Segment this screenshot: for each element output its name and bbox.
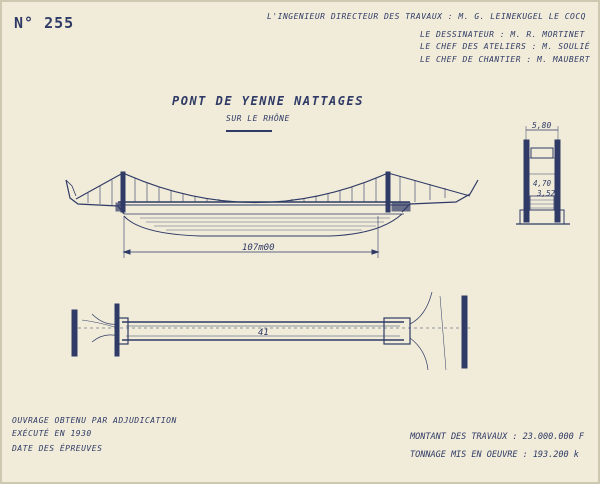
- main-cable: [122, 172, 389, 203]
- hangers: [87, 176, 446, 205]
- tonnage-total: TONNAGE MIS EN OEUVRE : 193.200 k: [410, 450, 579, 460]
- tower-dim-label-2: 3,52: [536, 189, 556, 198]
- elevation-view: [65, 171, 479, 258]
- right-bank: [401, 179, 479, 213]
- plate-number: N° 255: [14, 14, 75, 32]
- left-tower: [120, 171, 126, 213]
- left-bank: [65, 179, 125, 215]
- plan-label: 41: [258, 328, 269, 338]
- credit-engineer: L'ingenieur directeur des travaux : M. G…: [267, 12, 586, 21]
- drawing-title: PONT DE YENNE NATTAGES: [172, 94, 364, 108]
- river-bed: [123, 213, 403, 237]
- plan-right-anchorage: [461, 295, 468, 369]
- title-underline: [226, 130, 272, 132]
- drawing-subtitle: SUR LE RHÔNE: [226, 114, 290, 123]
- left-backstay: [75, 172, 124, 200]
- tower-width-label: 5,80: [532, 121, 551, 130]
- right-backstay: [387, 172, 471, 197]
- plan-left-anchorage: [71, 309, 78, 357]
- note-adjudication: Ouvrage obtenu par adjudication: [12, 416, 177, 425]
- cost-total: MONTANT DES TRAVAUX : 23.000.000 F: [410, 432, 584, 442]
- span-label: 107m00: [242, 243, 275, 253]
- tower-section: [516, 126, 570, 225]
- right-tower: [385, 171, 391, 213]
- plan-view: [71, 291, 470, 371]
- note-test-date: Date des épreuves: [12, 444, 103, 453]
- credit-draftsman: Le dessinateur : M. R. MORTINET: [420, 30, 585, 39]
- note-execution-year: Exécuté en 1930: [12, 429, 92, 438]
- credit-site-chief: Le chef de chantier : M. MAUBERT: [420, 55, 591, 64]
- credit-workshop-chief: Le chef des ateliers : M. SOULIÉ: [420, 42, 591, 51]
- tower-dim-label-1: 4,70: [533, 179, 552, 188]
